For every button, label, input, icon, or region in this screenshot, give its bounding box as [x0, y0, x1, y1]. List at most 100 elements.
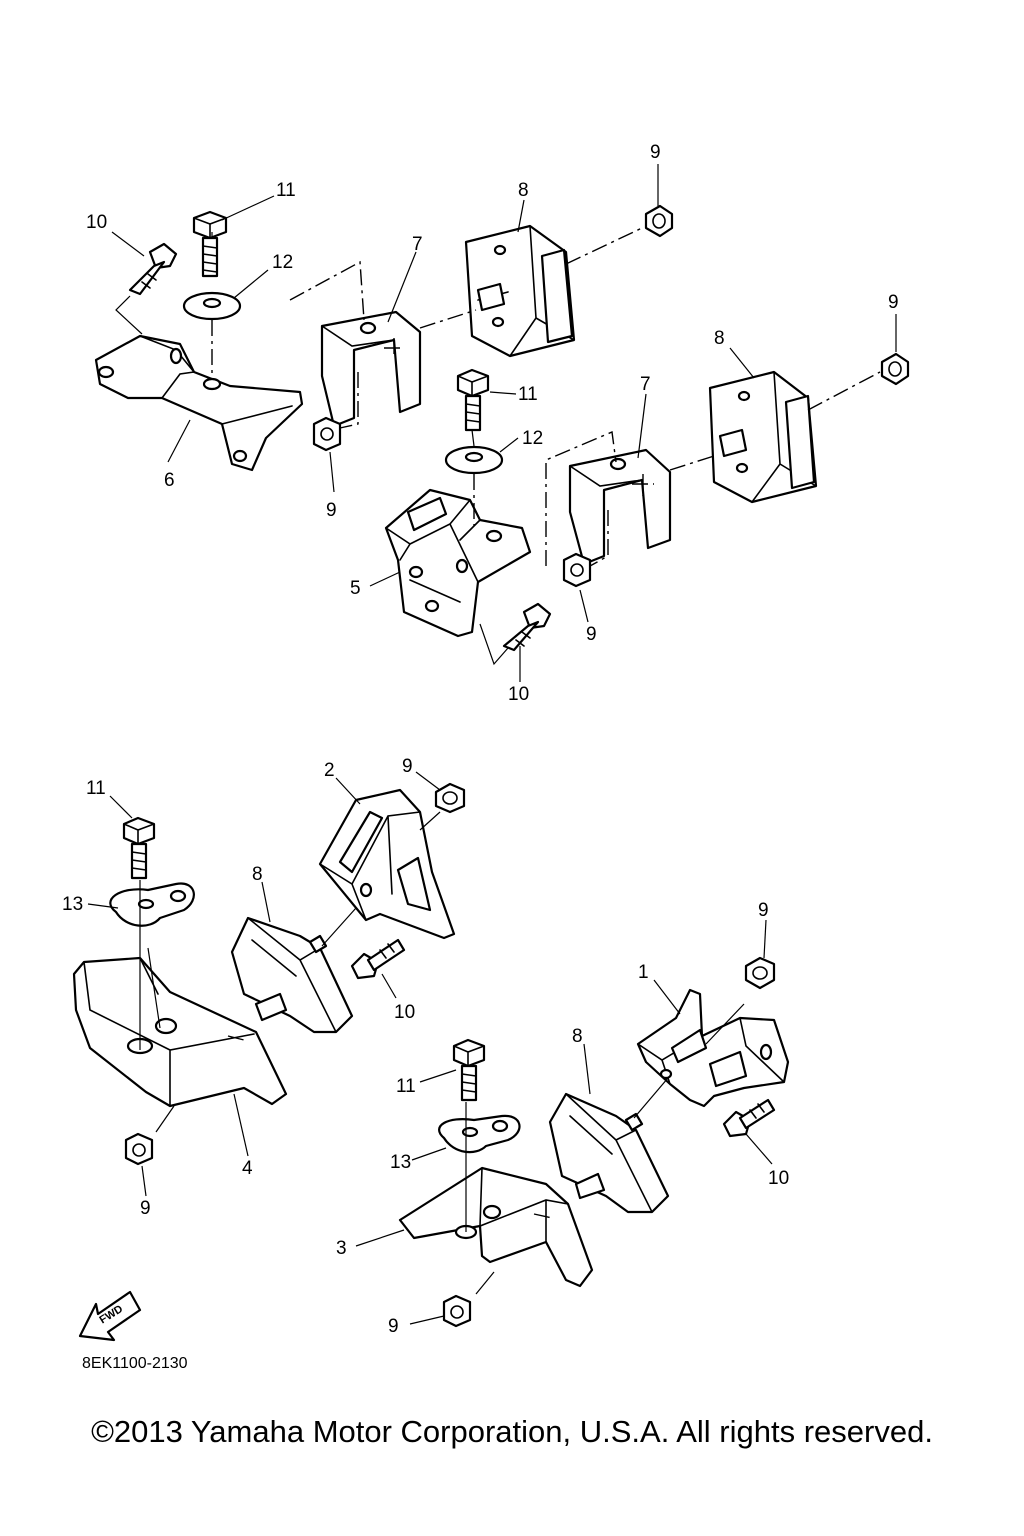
callout-13: 13	[390, 1152, 411, 1173]
leader-line	[653, 979, 681, 1015]
damper-8-bottom-right	[548, 1092, 670, 1214]
leader-line	[335, 777, 361, 805]
callout-7: 7	[640, 374, 651, 395]
bolt-11-bottom-right	[452, 1038, 486, 1102]
bolt-11-bottom-left	[122, 816, 156, 880]
washer-12-top-left	[182, 291, 242, 321]
damper-8-top-left	[464, 224, 576, 358]
callout-10: 10	[86, 212, 107, 233]
callout-12: 12	[272, 252, 293, 273]
leader-line	[221, 195, 275, 221]
bracket-1	[636, 988, 790, 1108]
callout-5: 5	[350, 578, 361, 599]
callout-13: 13	[62, 894, 83, 915]
assembly-line	[705, 1003, 745, 1045]
mount-bracket-7-top-left	[320, 310, 422, 428]
bracket-6	[94, 334, 304, 472]
leader-line	[261, 881, 271, 923]
bolt-10-top-left	[128, 242, 178, 296]
bolt-10-bottom-left	[350, 938, 406, 980]
leader-line	[579, 589, 589, 623]
leader-line	[583, 1043, 591, 1095]
assembly-line	[147, 947, 161, 1029]
callout-10: 10	[768, 1168, 789, 1189]
callout-11: 11	[276, 180, 296, 201]
assembly-line	[479, 623, 509, 666]
assembly-line	[807, 371, 881, 411]
leader-line	[411, 1147, 447, 1161]
assembly-line	[321, 907, 357, 947]
damper-8-top-right	[708, 370, 818, 504]
leader-line	[489, 391, 517, 395]
callout-12: 12	[522, 428, 543, 449]
assembly-line	[115, 295, 143, 335]
assembly-line	[155, 1105, 175, 1133]
washer-13-bottom-right	[438, 1114, 521, 1154]
washer-13-bottom-left	[109, 882, 195, 927]
assembly-line	[565, 227, 643, 265]
nut-9-bottom-left-lower	[124, 1132, 154, 1166]
leader-line	[637, 393, 647, 459]
nut-9-top-right-upper	[880, 352, 910, 386]
callout-11: 11	[86, 778, 106, 799]
damper-8-bottom-left	[230, 916, 354, 1034]
assembly-line	[471, 429, 475, 447]
callout-8: 8	[252, 864, 263, 885]
assembly-line	[669, 455, 715, 471]
leader-line	[233, 1093, 249, 1157]
leader-line	[355, 1229, 405, 1247]
leader-line	[763, 919, 767, 959]
callout-9: 9	[888, 292, 899, 313]
nut-9-bottom-left-upper	[434, 782, 466, 814]
callout-6: 6	[164, 470, 175, 491]
nut-9-top-left-lower	[312, 416, 342, 452]
leader-line	[111, 231, 145, 257]
leader-line	[729, 347, 755, 379]
bracket-3	[398, 1166, 594, 1288]
mount-bracket-7-top-right	[568, 448, 672, 566]
nut-9-bottom-right-lower	[442, 1294, 472, 1328]
callout-9: 9	[388, 1316, 399, 1337]
callout-8: 8	[714, 328, 725, 349]
leader-line	[387, 251, 417, 323]
callout-11: 11	[518, 384, 538, 405]
bolt-10-top-right	[502, 602, 552, 652]
nut-9-top-right-lower	[562, 552, 592, 588]
assembly-line	[339, 372, 359, 429]
callout-1: 1	[638, 962, 649, 983]
assembly-line	[475, 1271, 495, 1295]
callout-9: 9	[586, 624, 597, 645]
bolt-10-bottom-right	[722, 1098, 776, 1138]
leader-line	[415, 771, 441, 791]
leader-line	[109, 795, 133, 819]
bolt-11-top-right	[456, 368, 490, 432]
assembly-line	[419, 309, 477, 329]
assembly-line	[633, 1077, 669, 1119]
callout-3: 3	[336, 1238, 347, 1259]
leader-line	[369, 571, 401, 587]
copyright-notice: ©2013 Yamaha Motor Corporation, U.S.A. A…	[91, 1414, 933, 1449]
leader-line	[745, 1133, 773, 1165]
callout-4: 4	[242, 1158, 253, 1179]
reference-code: 8EK1100-2130	[82, 1355, 188, 1372]
leader-line	[329, 451, 335, 493]
leader-line	[517, 199, 525, 233]
assembly-line	[589, 510, 609, 567]
assembly-line	[419, 811, 441, 831]
bolt-11-top-left	[192, 210, 228, 278]
callout-11: 11	[396, 1076, 416, 1097]
callout-9: 9	[326, 500, 337, 521]
leader-line	[233, 269, 269, 299]
assembly-line	[545, 430, 617, 566]
nut-9-top-left-upper	[644, 204, 674, 238]
leader-line	[87, 903, 119, 909]
leader-line	[499, 437, 519, 453]
callout-8: 8	[518, 180, 529, 201]
leader-line	[419, 1069, 457, 1083]
leader-line	[167, 419, 191, 463]
callout-10: 10	[508, 684, 529, 705]
leader-line	[141, 1165, 147, 1197]
callout-10: 10	[394, 1002, 415, 1023]
